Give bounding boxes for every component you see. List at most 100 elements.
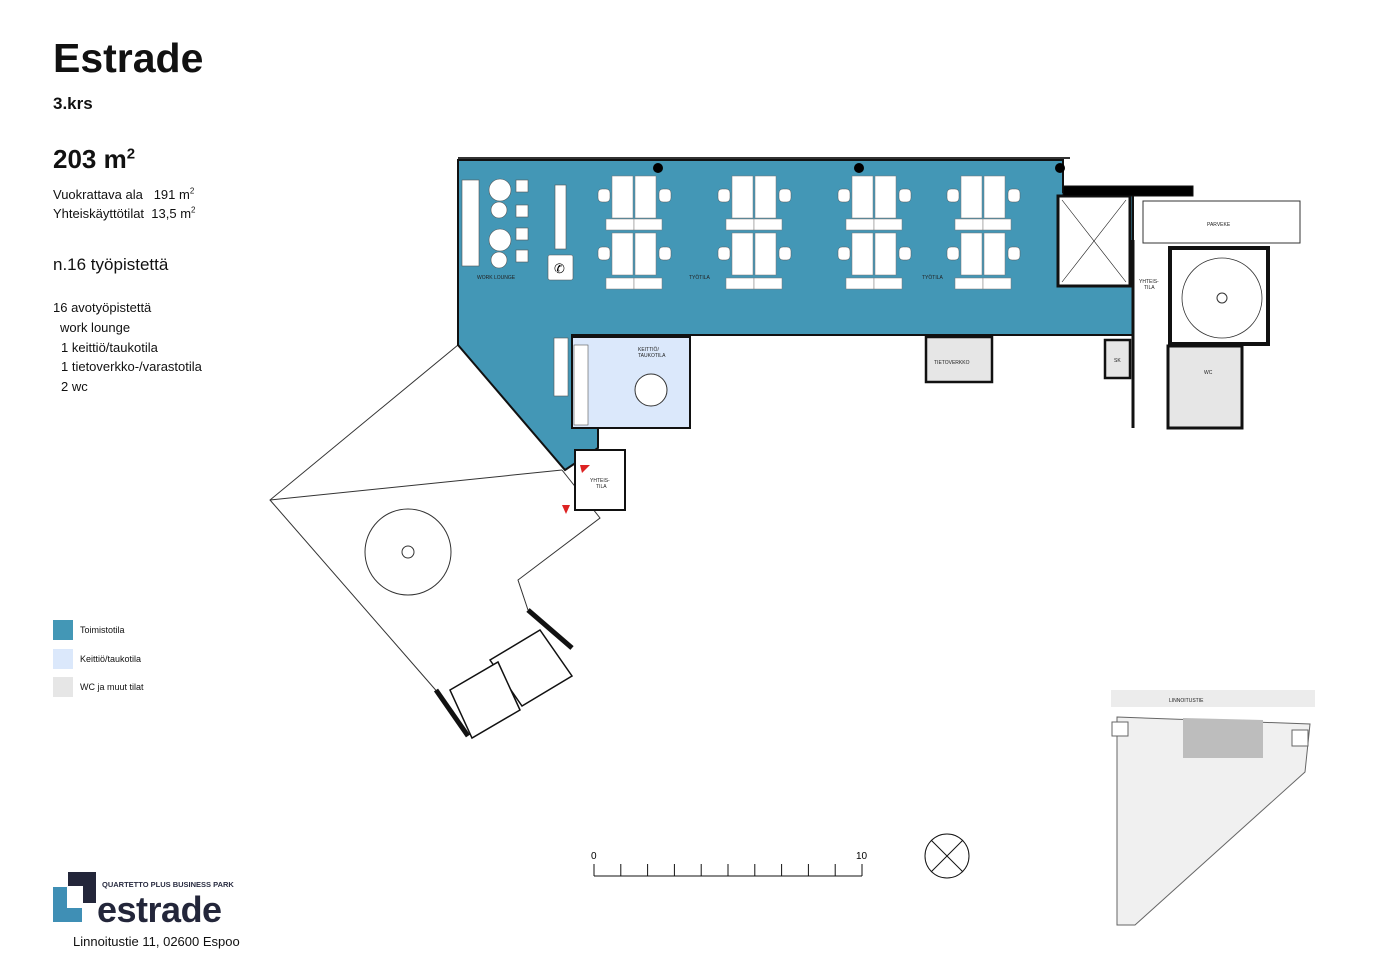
fire-extinguisher-icon (562, 505, 570, 514)
room-label-tietoverkko: TIETOVERKKO (934, 360, 970, 366)
desk-return (633, 277, 663, 290)
stat-label: Yhteiskäyttötilat (53, 206, 145, 221)
stat-shared: Yhteiskäyttötilat 13,5 m2 (53, 206, 195, 222)
desk-return (954, 218, 984, 231)
legend-swatch (53, 620, 73, 640)
room-label-tyotila: TYÖTILA (689, 274, 711, 281)
desk (731, 232, 754, 276)
chair (837, 246, 851, 261)
key-map-highlight (1183, 718, 1263, 758)
desk (874, 232, 897, 276)
room-label-tyotila: TYÖTILA (922, 274, 944, 281)
total-area-value: 203 m (53, 144, 127, 174)
phone-icon: ✆ (554, 261, 565, 276)
floor-label: 3.krs (53, 94, 93, 113)
feature-item: 1 tietoverkko-/varastotila (61, 359, 202, 374)
balcony (1142, 200, 1301, 244)
desk-return (753, 277, 783, 290)
shelf (553, 337, 569, 397)
chair (837, 188, 851, 203)
stair-room (1168, 246, 1270, 346)
chair (778, 188, 792, 203)
stat-sup: 2 (189, 186, 195, 196)
desk-return (725, 218, 755, 231)
desk-return (845, 277, 875, 290)
legend-item-kitchen: Keittiö/taukotila (53, 649, 141, 669)
feature-item: work lounge (60, 320, 131, 335)
desk-return (982, 277, 1012, 290)
estrade-logo (53, 872, 96, 922)
desk (983, 232, 1006, 276)
legend-item-office: Toimistotila (53, 620, 125, 640)
desk-clusters (597, 175, 1021, 290)
total-area-unit-sup: 2 (126, 145, 136, 163)
legend-label: Keittiö/taukotila (80, 653, 142, 664)
total-area: 203 m2 (53, 144, 135, 174)
logo-wordmark: estrade (97, 889, 222, 930)
desk-return (605, 218, 635, 231)
desk-return (873, 277, 903, 290)
chair (1007, 188, 1021, 203)
spiral-stair-icon (1181, 257, 1263, 339)
lower-wing-blocks (433, 608, 574, 740)
chair (597, 246, 611, 261)
network-room (924, 335, 994, 384)
room-label-wc: WC (1204, 370, 1213, 376)
feature-item: 1 keittiö/taukotila (61, 340, 158, 355)
room-label-yhteistila: TILA (596, 484, 607, 490)
chair (597, 188, 611, 203)
lower-shared-room (574, 449, 626, 511)
chair (946, 188, 960, 203)
fire-extinguisher-icon (580, 465, 590, 473)
key-map-block (1291, 729, 1309, 747)
stat-sup: 2 (191, 205, 196, 215)
stat-value: 13,5 m (151, 206, 192, 221)
chair (658, 246, 672, 261)
desk (960, 232, 983, 276)
desk-cluster (837, 175, 912, 290)
scale-bar (593, 864, 863, 877)
desk (874, 175, 897, 219)
columns (653, 163, 1065, 173)
desk (851, 175, 874, 219)
phone-booth[interactable] (547, 254, 574, 281)
logo-tagline: QUARTETTO PLUS BUSINESS PARK (102, 880, 234, 889)
stat-value: 191 m (153, 187, 190, 202)
chair (778, 246, 792, 261)
key-map-site (1116, 716, 1311, 926)
street-band (1111, 690, 1315, 707)
desk-cluster (946, 175, 1021, 290)
desk-cluster (717, 175, 792, 290)
chair (717, 188, 731, 203)
street-label: LINNOITUSTIE (1169, 698, 1204, 704)
desk (634, 232, 657, 276)
spiral-stair-core (1216, 292, 1228, 304)
kitchen-room (571, 336, 691, 429)
desk-return (845, 218, 875, 231)
feature-item: 16 avotyöpistettä (53, 300, 152, 315)
address: Linnoitustie 11, 02600 Espoo (73, 934, 240, 949)
chair (658, 188, 672, 203)
desk-return (982, 218, 1012, 231)
chair (898, 188, 912, 203)
room-label-kitchen: KEITTIÖ/ (638, 346, 659, 353)
sk-room (1103, 338, 1132, 380)
room-label-work-lounge: WORK LOUNGE (477, 275, 516, 281)
desk (960, 175, 983, 219)
room-label-kitchen: TAUKOTILA (638, 353, 666, 359)
legend-item-other: WC ja muut tilat (53, 677, 144, 697)
chair (898, 246, 912, 261)
desk-return (954, 277, 984, 290)
lounge-furniture (461, 178, 567, 269)
compass-icon (924, 833, 970, 879)
desk (754, 232, 777, 276)
key-map-block (1111, 721, 1129, 737)
desk (983, 175, 1006, 219)
workstation-count: n.16 työpistettä (53, 255, 169, 274)
desk-cluster (597, 175, 672, 290)
scale-start: 0 (591, 851, 597, 862)
stat-label: Vuokrattava ala (53, 187, 143, 202)
room-label-sk: SK (1114, 358, 1121, 364)
desk (611, 232, 634, 276)
